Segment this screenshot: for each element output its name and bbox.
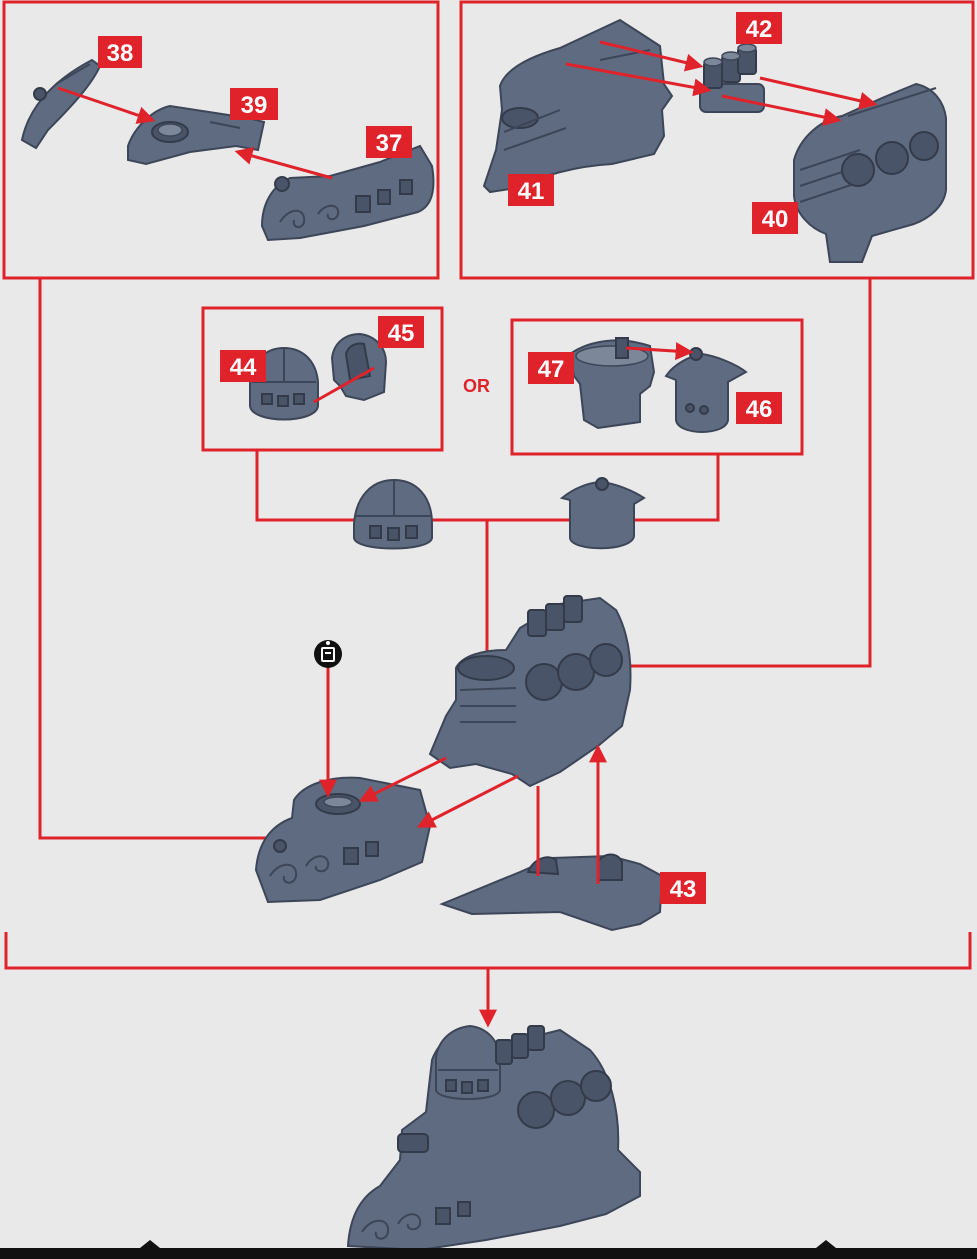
part-37 <box>262 146 433 240</box>
svg-text:45: 45 <box>388 320 415 347</box>
part-number-tag-43: 43 <box>660 872 706 904</box>
svg-text:39: 39 <box>241 92 268 119</box>
front-hull-assembly <box>256 778 430 902</box>
part-number-tag-47: 47 <box>528 352 574 384</box>
connector-rear-hull <box>622 278 870 666</box>
part-number-tag-41: 41 <box>508 174 554 206</box>
arrow-rear-to-front-b <box>420 776 518 826</box>
part-number-tag-45: 45 <box>378 316 424 348</box>
part-number-tag-40: 40 <box>752 202 798 234</box>
page-number: 12 <box>480 1245 496 1259</box>
part-number-tag-42: 42 <box>736 12 782 44</box>
part-43 <box>442 855 662 931</box>
part-45 <box>332 334 386 400</box>
part-47 <box>570 338 654 428</box>
svg-text:47: 47 <box>538 356 565 383</box>
svg-text:42: 42 <box>746 16 773 43</box>
assembled-cone-turret <box>562 478 644 548</box>
svg-text:46: 46 <box>746 396 773 423</box>
bracket-final <box>6 932 970 968</box>
svg-text:43: 43 <box>670 876 697 903</box>
arrow-37-to-39 <box>238 152 332 178</box>
part-number-tag-46: 46 <box>736 392 782 424</box>
part-38 <box>22 60 100 148</box>
info-badge-icon <box>314 640 342 668</box>
part-46 <box>666 348 746 432</box>
step-box-cone-turret <box>512 320 802 454</box>
assembled-dome-turret <box>354 480 432 549</box>
svg-text:41: 41 <box>518 178 545 205</box>
connector-turret-options <box>257 450 718 520</box>
part-number-tag-37: 37 <box>366 126 412 158</box>
arrow-42-to-40-a <box>760 78 874 104</box>
svg-text:38: 38 <box>107 40 134 67</box>
part-number-tag-44: 44 <box>220 350 266 382</box>
part-40 <box>794 84 946 262</box>
part-41 <box>484 20 672 192</box>
svg-text:37: 37 <box>376 130 403 157</box>
final-assembly <box>348 1026 640 1250</box>
svg-text:44: 44 <box>230 354 257 381</box>
part-number-tag-38: 38 <box>98 36 142 68</box>
svg-text:40: 40 <box>762 206 789 233</box>
or-label: OR <box>463 376 490 396</box>
part-number-tag-39: 39 <box>230 88 278 120</box>
rear-hull-assembly <box>430 596 630 786</box>
